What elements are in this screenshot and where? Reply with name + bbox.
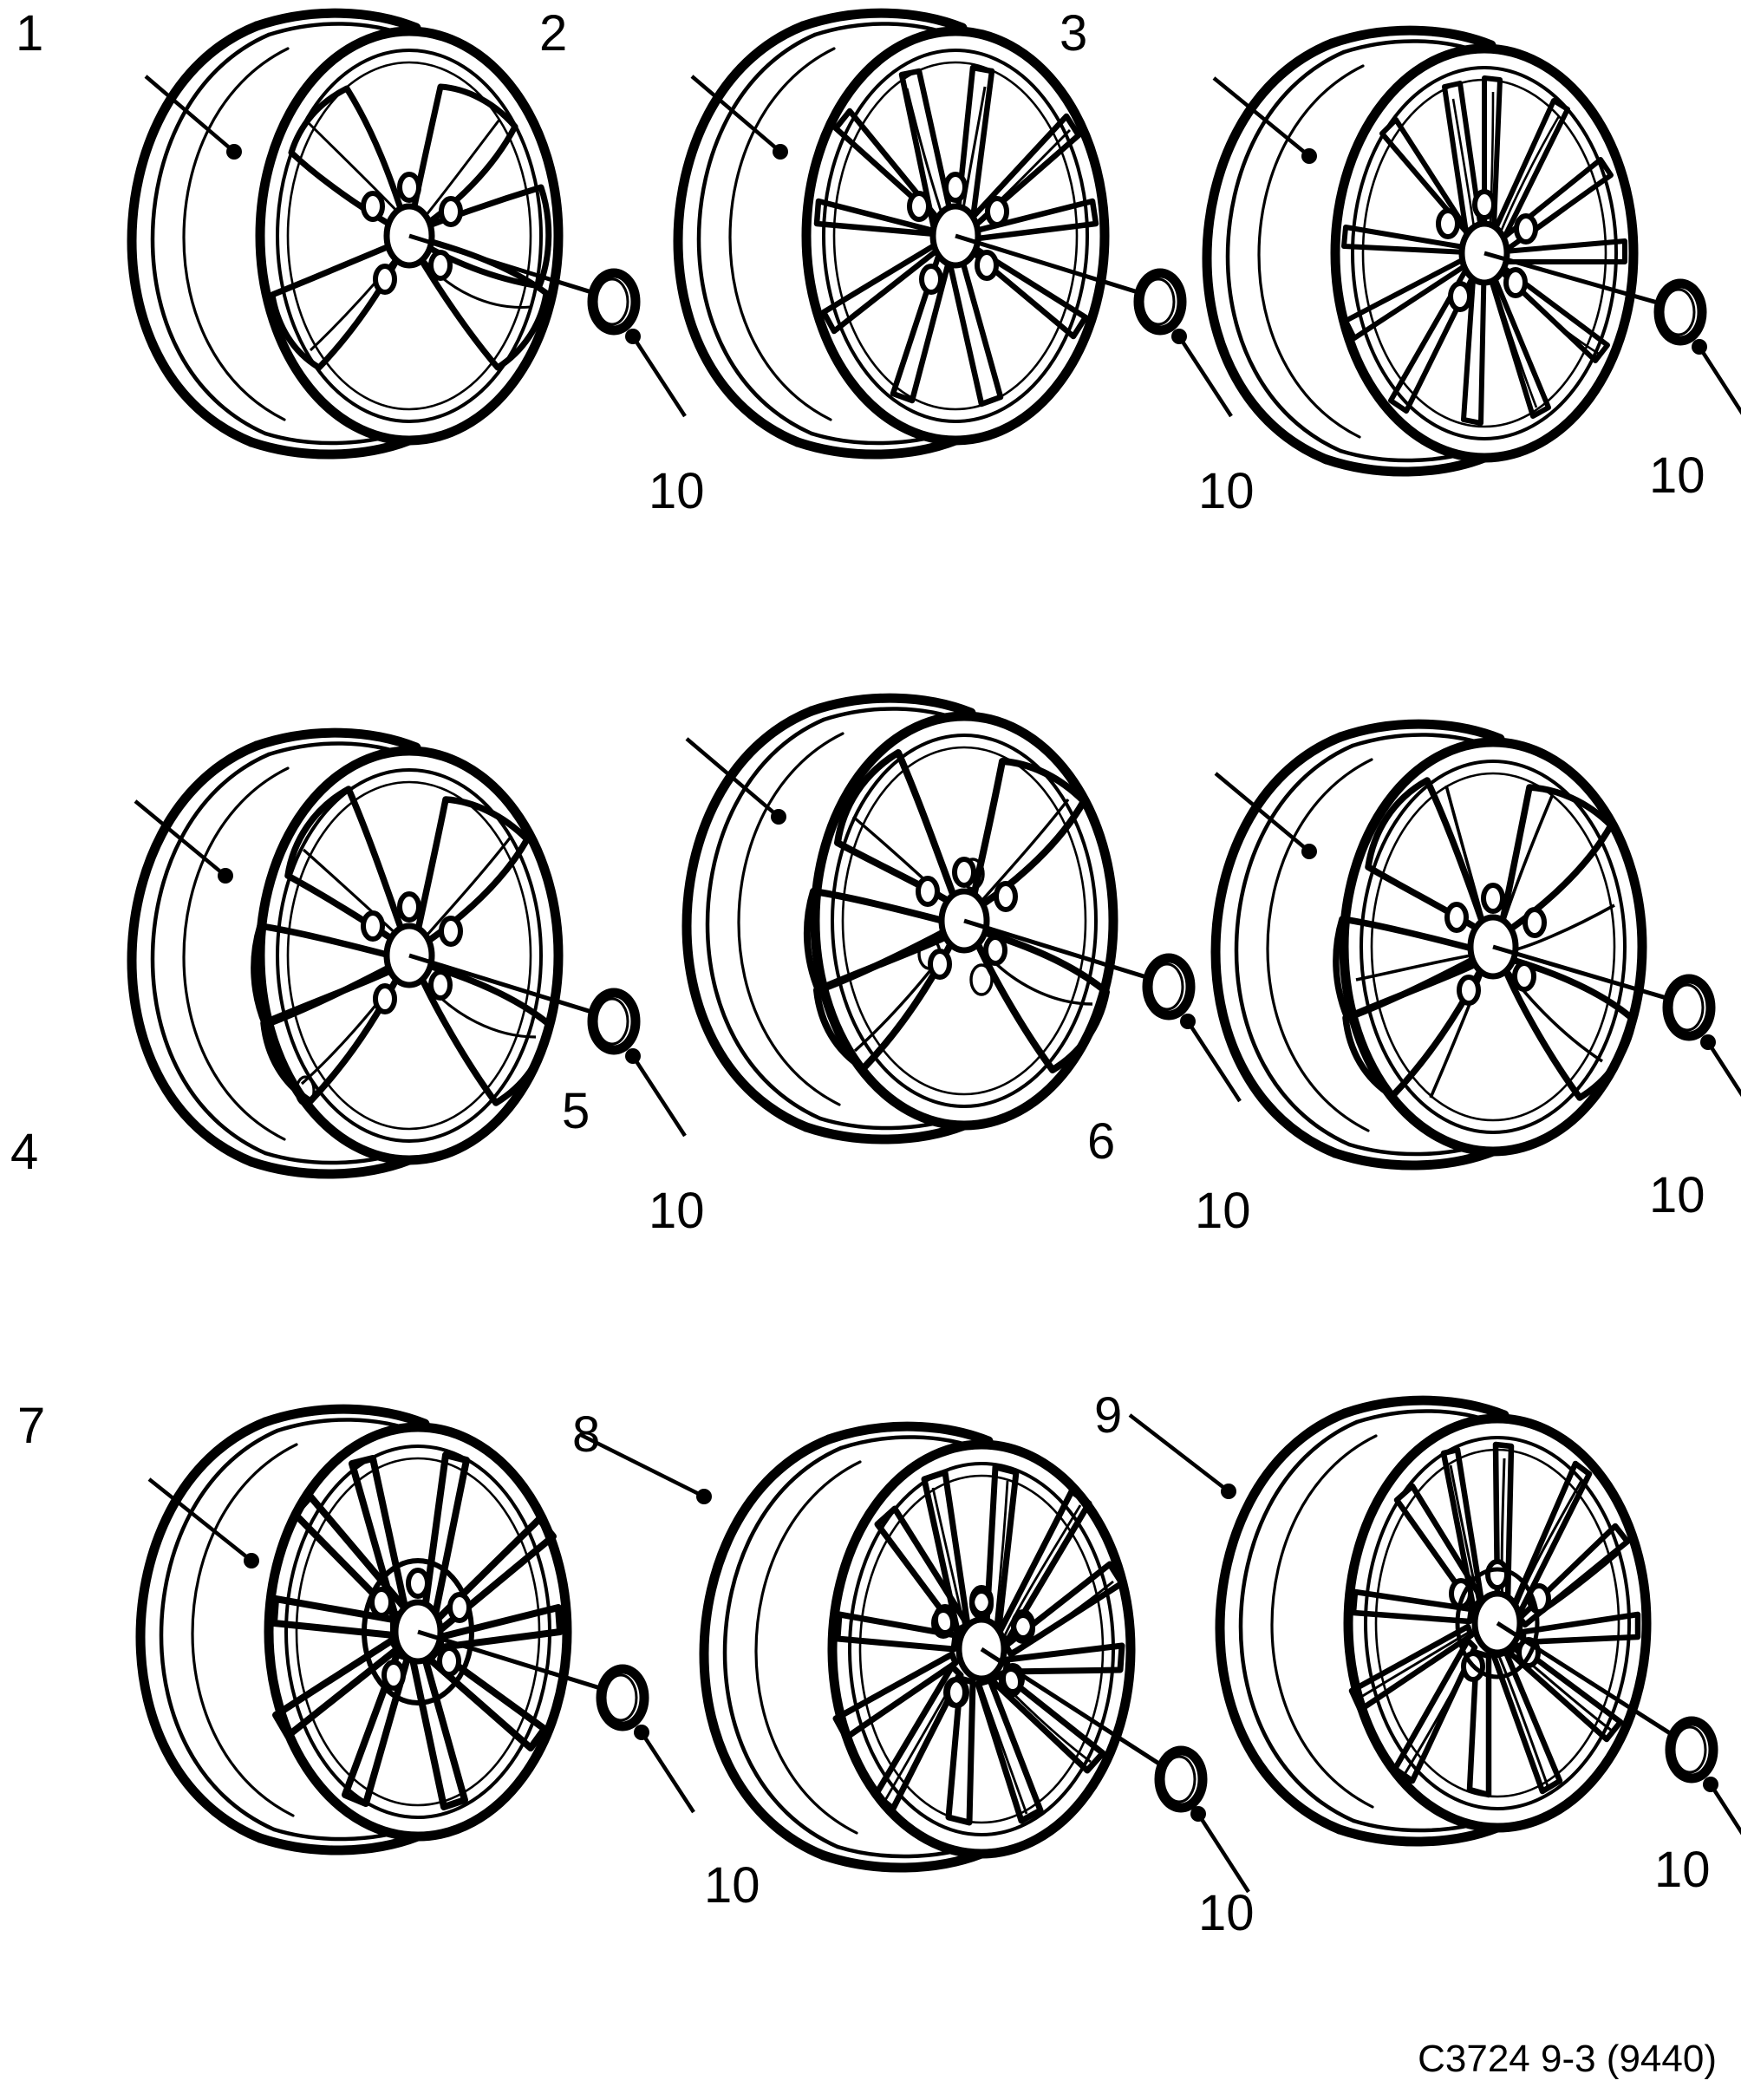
cap-callout-label-2: 10 [1198, 463, 1255, 519]
cap-callout-label-3: 10 [1649, 447, 1705, 504]
wheel-6 [1216, 724, 1741, 1165]
callout-label-5: 5 [562, 1083, 590, 1139]
wheel-9 [1128, 1400, 1741, 1862]
wheel-2 [678, 13, 1233, 454]
cap-callout-label-9: 10 [1654, 1842, 1711, 1898]
callout-label-6: 6 [1087, 1113, 1116, 1170]
cap-callout-label-7: 10 [704, 1857, 760, 1914]
callout-label-1: 1 [16, 5, 44, 62]
wheel-1 [132, 13, 687, 454]
wheel-4 [132, 733, 687, 1174]
wheel-3 [1207, 30, 1741, 472]
callout-label-8: 8 [572, 1406, 601, 1463]
callout-label-9: 9 [1094, 1387, 1123, 1444]
wheel-7 [140, 1409, 695, 1850]
cap-callout-label-4: 10 [649, 1183, 705, 1239]
callout-label-7: 7 [17, 1398, 46, 1454]
callout-label-3: 3 [1060, 5, 1088, 62]
callout-label-4: 4 [10, 1124, 39, 1180]
cap-callout-label-8: 10 [1198, 1885, 1255, 1941]
cap-callout-label-1: 10 [649, 463, 705, 519]
wheel-5 [687, 698, 1242, 1139]
cap-callout-label-5: 10 [1195, 1183, 1251, 1239]
callout-label-2: 2 [539, 5, 568, 62]
drawing-code: C3724 9-3 (9440) [1418, 2038, 1717, 2080]
cap-callout-label-6: 10 [1649, 1167, 1705, 1223]
wheel-8 [577, 1426, 1250, 1894]
